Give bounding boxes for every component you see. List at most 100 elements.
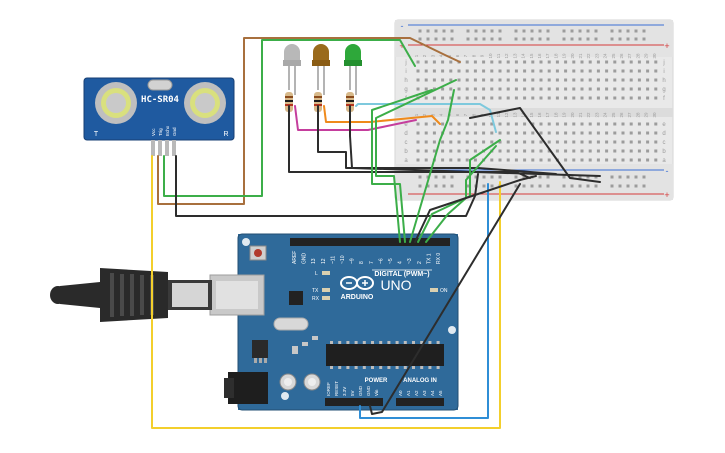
- row-letter: h: [404, 78, 407, 84]
- digital-pin-label: RX 0: [436, 253, 442, 264]
- column-number: 26: [619, 53, 624, 59]
- column-number: 28: [635, 53, 640, 59]
- led-brown: [312, 44, 330, 95]
- column-number: 14: [521, 53, 526, 59]
- column-number: 7: [463, 113, 468, 116]
- power-pin-label: 5V: [350, 390, 355, 396]
- wire-black-board-gnd: [369, 183, 521, 415]
- column-number: 19: [562, 112, 567, 118]
- column-number: 24: [603, 53, 608, 59]
- power-header: [325, 398, 383, 406]
- column-number: 11: [496, 53, 501, 58]
- usb-chip: [289, 291, 303, 305]
- column-number: 8: [471, 113, 476, 116]
- column-number: 10: [488, 53, 493, 59]
- column-number: 25: [611, 112, 616, 118]
- column-number: 25: [611, 53, 616, 59]
- digital-pin-label: ~9: [350, 258, 356, 264]
- sensor-crystal: [147, 79, 173, 91]
- wire-green-pin-2: [371, 89, 433, 243]
- column-number: 30: [652, 112, 657, 118]
- column-number: 22: [586, 53, 591, 59]
- analog-pin-label: A1: [406, 390, 411, 396]
- column-number: 12: [504, 112, 509, 118]
- led-gray: [283, 44, 301, 95]
- row-letter: h: [662, 78, 665, 84]
- row-letter: c: [663, 140, 666, 146]
- rx-label: RX: [312, 296, 320, 302]
- wire-black-gnd: [175, 155, 479, 217]
- column-number: 30: [652, 53, 657, 59]
- column-number: 17: [545, 53, 550, 59]
- column-number: 29: [644, 53, 649, 59]
- wire-yellow-5v: [151, 155, 501, 429]
- on-label: ON: [440, 288, 448, 294]
- column-number: 20: [570, 112, 575, 118]
- chip-pins: [330, 341, 440, 369]
- wire-green-pin-1: [375, 79, 457, 243]
- top-rail-minus-label: -: [401, 21, 404, 31]
- power-pin-label: Vin: [374, 389, 379, 396]
- column-number: 15: [529, 112, 534, 118]
- wire-cyan-led: [355, 103, 497, 133]
- analog-pin-label: A3: [422, 390, 427, 396]
- breadboard-holes: [416, 29, 658, 188]
- usb-cable: [50, 268, 212, 322]
- wire-brown-vcc: [157, 37, 461, 205]
- sensor-pins: [151, 140, 176, 156]
- sensor-corner-left: T: [94, 131, 99, 138]
- column-number: 22: [586, 112, 591, 118]
- column-number: 9: [480, 54, 485, 57]
- column-number: 17: [545, 112, 550, 118]
- model-label: UNO: [380, 277, 411, 293]
- column-number: 28: [635, 112, 640, 118]
- power-pin-label: GND: [358, 385, 363, 396]
- analog-pin-label: A2: [414, 390, 419, 396]
- row-letter: d: [662, 131, 665, 137]
- column-number: 23: [594, 53, 599, 59]
- wire-black-rail-link: [469, 107, 601, 183]
- power-pin-label: 3.3V: [342, 387, 347, 396]
- digital-pin-label: ~3: [407, 258, 413, 264]
- column-number: 19: [562, 53, 567, 59]
- wire-black-led-gnd-2: [317, 105, 557, 175]
- sensor-pin-label: Gnd: [172, 127, 177, 136]
- digital-pin-label: 13: [311, 258, 317, 264]
- sensor-label: HC-SR04: [141, 95, 180, 105]
- sensor-pin-label: Echo: [165, 125, 170, 136]
- sensor-pin-label: Vcc: [151, 128, 156, 136]
- row-letter: a: [662, 158, 666, 164]
- digital-pin-label: AREF: [292, 251, 298, 264]
- row-letter: e: [662, 122, 666, 128]
- analog-label: ANALOG IN: [403, 378, 437, 384]
- column-number: 26: [619, 112, 624, 118]
- digital-pin-label: TX 1: [426, 253, 432, 264]
- tx-led: [322, 288, 330, 292]
- wire-black-board-gnd-2: [414, 175, 537, 243]
- wire-orange-led: [323, 105, 441, 125]
- column-number: 18: [553, 112, 558, 118]
- digital-pin-label: 7: [369, 261, 375, 264]
- column-number: 4: [439, 54, 444, 57]
- column-number: 7: [463, 54, 468, 57]
- brand-label: ARDUINO: [341, 294, 374, 301]
- column-number: 4: [439, 113, 444, 116]
- wire-black-led-gnd-1: [288, 105, 531, 179]
- row-letter: g: [404, 87, 407, 93]
- analog-pin-label: A4: [430, 390, 435, 396]
- digital-pin-label: ~5: [388, 258, 394, 264]
- power-label: POWER: [365, 378, 388, 384]
- bottom-rail-minus-label: -: [666, 166, 669, 176]
- wire-blue-5v: [359, 183, 489, 419]
- column-number: 23: [594, 112, 599, 118]
- column-number: 5: [447, 54, 452, 57]
- power-jack: [224, 372, 268, 404]
- wire-magenta-led: [294, 105, 417, 131]
